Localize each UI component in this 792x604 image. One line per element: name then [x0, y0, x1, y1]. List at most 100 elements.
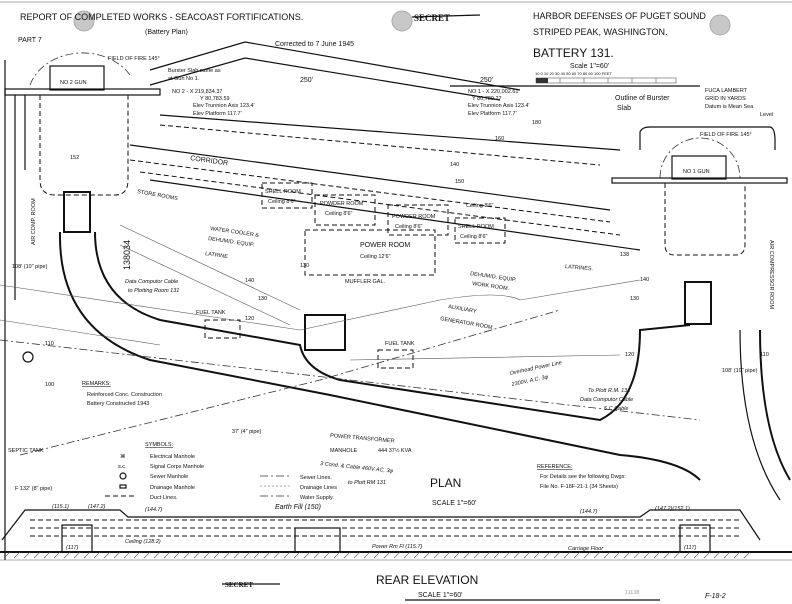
transformer-label: POWER TRANSFORMER	[330, 433, 395, 445]
no1-gun-label: NO 1 GUN	[683, 169, 710, 175]
contour-label: 150	[455, 179, 464, 185]
legend-line: Drainage Lines	[300, 485, 337, 491]
no2-coords: Elev Trunnion Axis 123.4'	[193, 103, 255, 109]
contour-label: 140	[245, 278, 254, 284]
scale-label: Scale 1"=60'	[570, 63, 609, 70]
field-of-fire-arc	[659, 137, 741, 179]
punch-hole	[709, 14, 731, 36]
plan-title: PLAN	[430, 476, 461, 490]
contour-label: 110	[760, 352, 769, 358]
power-room	[304, 229, 436, 276]
no1-coords: Y 80,789.27	[472, 96, 502, 102]
shell-room-2	[454, 217, 506, 244]
burster-slab-outline	[639, 126, 776, 150]
report-title: REPORT OF COMPLETED WORKS - SEACOAST FOR…	[20, 12, 303, 22]
corridor-wall	[139, 171, 621, 236]
crest-line	[149, 57, 501, 101]
aux-gen-label: AUXILIARY	[448, 304, 478, 315]
contour-label: 180	[532, 120, 541, 126]
ceiling-label: Ceiling 8'6"	[395, 224, 423, 230]
elevation-label: (117)	[66, 545, 79, 551]
no1-coords: Elev Platform 117.7'	[468, 111, 517, 117]
data-cable-note: to Plotting Room 131	[128, 288, 179, 294]
contour-label: 140	[450, 162, 459, 168]
septic-tank-label: SEPTIC TANK	[8, 448, 44, 454]
contour-label: 100	[45, 382, 54, 388]
contour-label: 138	[620, 252, 629, 258]
to-plott-note: 5 C Cable	[604, 406, 628, 412]
ceiling-elevation-label: Ceiling (128.2)	[125, 539, 161, 545]
grid-note: Level	[760, 112, 773, 118]
no1-gun-emplacement	[671, 155, 727, 180]
road-outer	[58, 231, 701, 481]
ceiling-label: Ceiling 8'6"	[325, 211, 353, 217]
elevation-label: (115.1)	[52, 504, 69, 510]
no2-gun-platform	[4, 88, 161, 96]
road-right	[759, 329, 791, 481]
corridor-wall	[129, 144, 611, 211]
legend-item: Electrical Manhole	[150, 454, 195, 460]
transformer-label: MANHOLE	[330, 448, 358, 454]
burster-note: at Gun No 1.	[168, 76, 200, 82]
outline-burster: Slab	[617, 105, 631, 112]
pipe-note: F 132' (8" pipe)	[15, 486, 52, 492]
no2-coords: NO 2 - X 219,834.37	[172, 89, 222, 95]
grid-note: GRID IN YARDS	[705, 96, 746, 102]
elevation-label: (147.2)	[88, 504, 106, 510]
svg-text:SECRET: SECRET	[225, 581, 253, 589]
fuel-tank-label: FUEL TANK	[196, 310, 226, 316]
crest-line	[149, 41, 521, 91]
contour-line	[0, 319, 621, 361]
drawing-number: 138034	[122, 240, 132, 270]
no1-coords: Elev Trunnion Axis 123.4'	[468, 103, 530, 109]
part-label: PART 7	[18, 37, 42, 44]
overhead-line-note: Overhead Power Line	[509, 360, 562, 377]
contour-label: 152	[70, 155, 79, 161]
file-number: F-18-2	[705, 593, 726, 600]
distance-label: 250'	[300, 77, 313, 84]
no2-wall	[14, 95, 26, 300]
carriage-floor-label: Carriage Floor	[568, 546, 604, 552]
center-entrance	[304, 314, 346, 351]
dehumid-label: DEHUMID. EQUIP.	[208, 236, 256, 249]
grid-note: FUCA LAMBERT	[705, 88, 748, 94]
secret-stamp-footer: SECRET	[222, 581, 280, 589]
field-of-fire-arc	[29, 52, 131, 86]
sewer-manhole-symbol	[22, 351, 34, 363]
contour-label: 120	[625, 352, 634, 358]
symbols-heading: SYMBOLS:	[145, 442, 174, 448]
power-ceiling-label: Ceiling 12'6"	[360, 254, 391, 260]
rear-elevation-scale: SCALE 1"=60'	[418, 592, 463, 599]
rear-elevation	[0, 509, 792, 561]
road-inner	[94, 231, 691, 422]
no1-coords: NO 1 - X 220,002.61	[468, 89, 518, 95]
shell-room-label: SHELL ROOM	[458, 224, 494, 230]
contour-label: 160	[495, 136, 504, 142]
air-comp-label: AIR COMPRESSOR ROOM	[768, 240, 774, 309]
elevation-label: (144.7)	[145, 507, 163, 513]
powder-room-2	[387, 204, 449, 236]
contour-label: 130	[300, 263, 309, 269]
distance-label: 250'	[480, 77, 493, 84]
powder-room-1	[314, 194, 376, 226]
signal-manhole-icon: s.c.	[118, 464, 127, 470]
remarks-heading: REMARKS:	[82, 381, 111, 387]
dehumid-work-label: WORK ROOM.	[472, 281, 510, 292]
cable-note: 3 Cond. & Cable 460V AC, 3φ	[320, 461, 394, 475]
overhead-line-note: 2300V, A.C. 3φ	[510, 374, 549, 388]
no2-magazine-outline	[39, 95, 129, 196]
grid-note: Datum is Mean Sea	[705, 104, 754, 110]
contour-label: 140	[640, 277, 649, 283]
corridor-wall	[149, 179, 641, 251]
contour-label: 110	[45, 341, 54, 347]
power-room-floor-label: Power Rm Fl (115.7)	[372, 544, 422, 550]
no1-magazine-outline	[664, 183, 746, 256]
rear-elevation-title: REAR ELEVATION	[376, 573, 478, 587]
air-comp-label: AIR COMP. ROOM	[31, 198, 37, 245]
reference-line: For Details see the following Dwgs:	[540, 474, 626, 480]
field-of-fire-label: FIELD OF FIRE 145°	[108, 56, 160, 62]
elevation-label: (144.7)	[580, 509, 598, 515]
legend-line: Water Supply.	[300, 495, 334, 501]
electrical-manhole-icon: ⌘	[120, 453, 126, 460]
